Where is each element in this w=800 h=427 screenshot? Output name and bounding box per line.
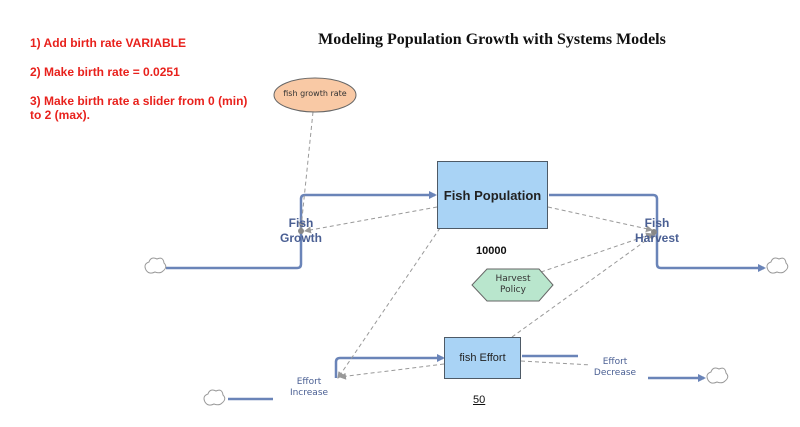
link-population-to-growth <box>304 206 438 234</box>
link-growth-rate-to-growth <box>298 111 314 229</box>
instruction-3: 3) Make birth rate a slider from 0 (min)… <box>30 94 248 122</box>
fish-harvest-label: Fish Harvest <box>634 216 680 245</box>
cloud-sink-harvest-icon <box>766 257 789 274</box>
effort-decrease-label: Effort Decrease <box>589 357 641 379</box>
fish-population-value: 10000 <box>476 245 507 257</box>
cloud-sink-effort-icon <box>706 367 729 384</box>
fish-effort-stock[interactable]: fish Effort <box>444 337 521 379</box>
fish-population-stock[interactable]: Fish Population <box>437 161 548 229</box>
harvest-policy-label: Harvest Policy <box>495 274 531 295</box>
instruction-2: 2) Make birth rate = 0.0251 <box>30 65 180 79</box>
fish-growth-label: Fish Growth <box>280 216 322 245</box>
fish-growth-rate-label: fish growth rate <box>283 89 347 98</box>
fish-harvest-valve[interactable] <box>651 229 657 235</box>
diagram-title: Modeling Population Growth with Systems … <box>318 31 666 48</box>
fish-growth-rate-variable[interactable] <box>273 77 357 113</box>
effort-increase-label: Effort Increase <box>286 377 332 399</box>
link-effort-to-effort-increase <box>339 363 445 380</box>
fish-effort-value: 50 <box>473 394 486 406</box>
fish-population-label: Fish Population <box>443 187 542 203</box>
link-population-to-effort-increase <box>337 227 441 379</box>
cloud-source-growth-icon <box>144 257 167 274</box>
link-effort-to-harvest <box>511 233 656 338</box>
instructions-panel: 1) Add birth rate VARIABLE 2) Make birth… <box>30 36 260 137</box>
link-policy-to-harvest <box>540 232 653 273</box>
instruction-1: 1) Add birth rate VARIABLE <box>30 36 187 50</box>
fish-effort-label: fish Effort <box>459 352 506 364</box>
fish-growth-valve[interactable] <box>298 228 304 234</box>
link-population-to-harvest <box>547 206 653 233</box>
cloud-source-effort-icon <box>203 389 226 406</box>
harvest-policy-variable[interactable] <box>471 268 554 302</box>
fish-harvest-flow-pipe[interactable] <box>549 193 766 272</box>
effort-increase-flow-pipe-upper[interactable] <box>334 354 445 378</box>
